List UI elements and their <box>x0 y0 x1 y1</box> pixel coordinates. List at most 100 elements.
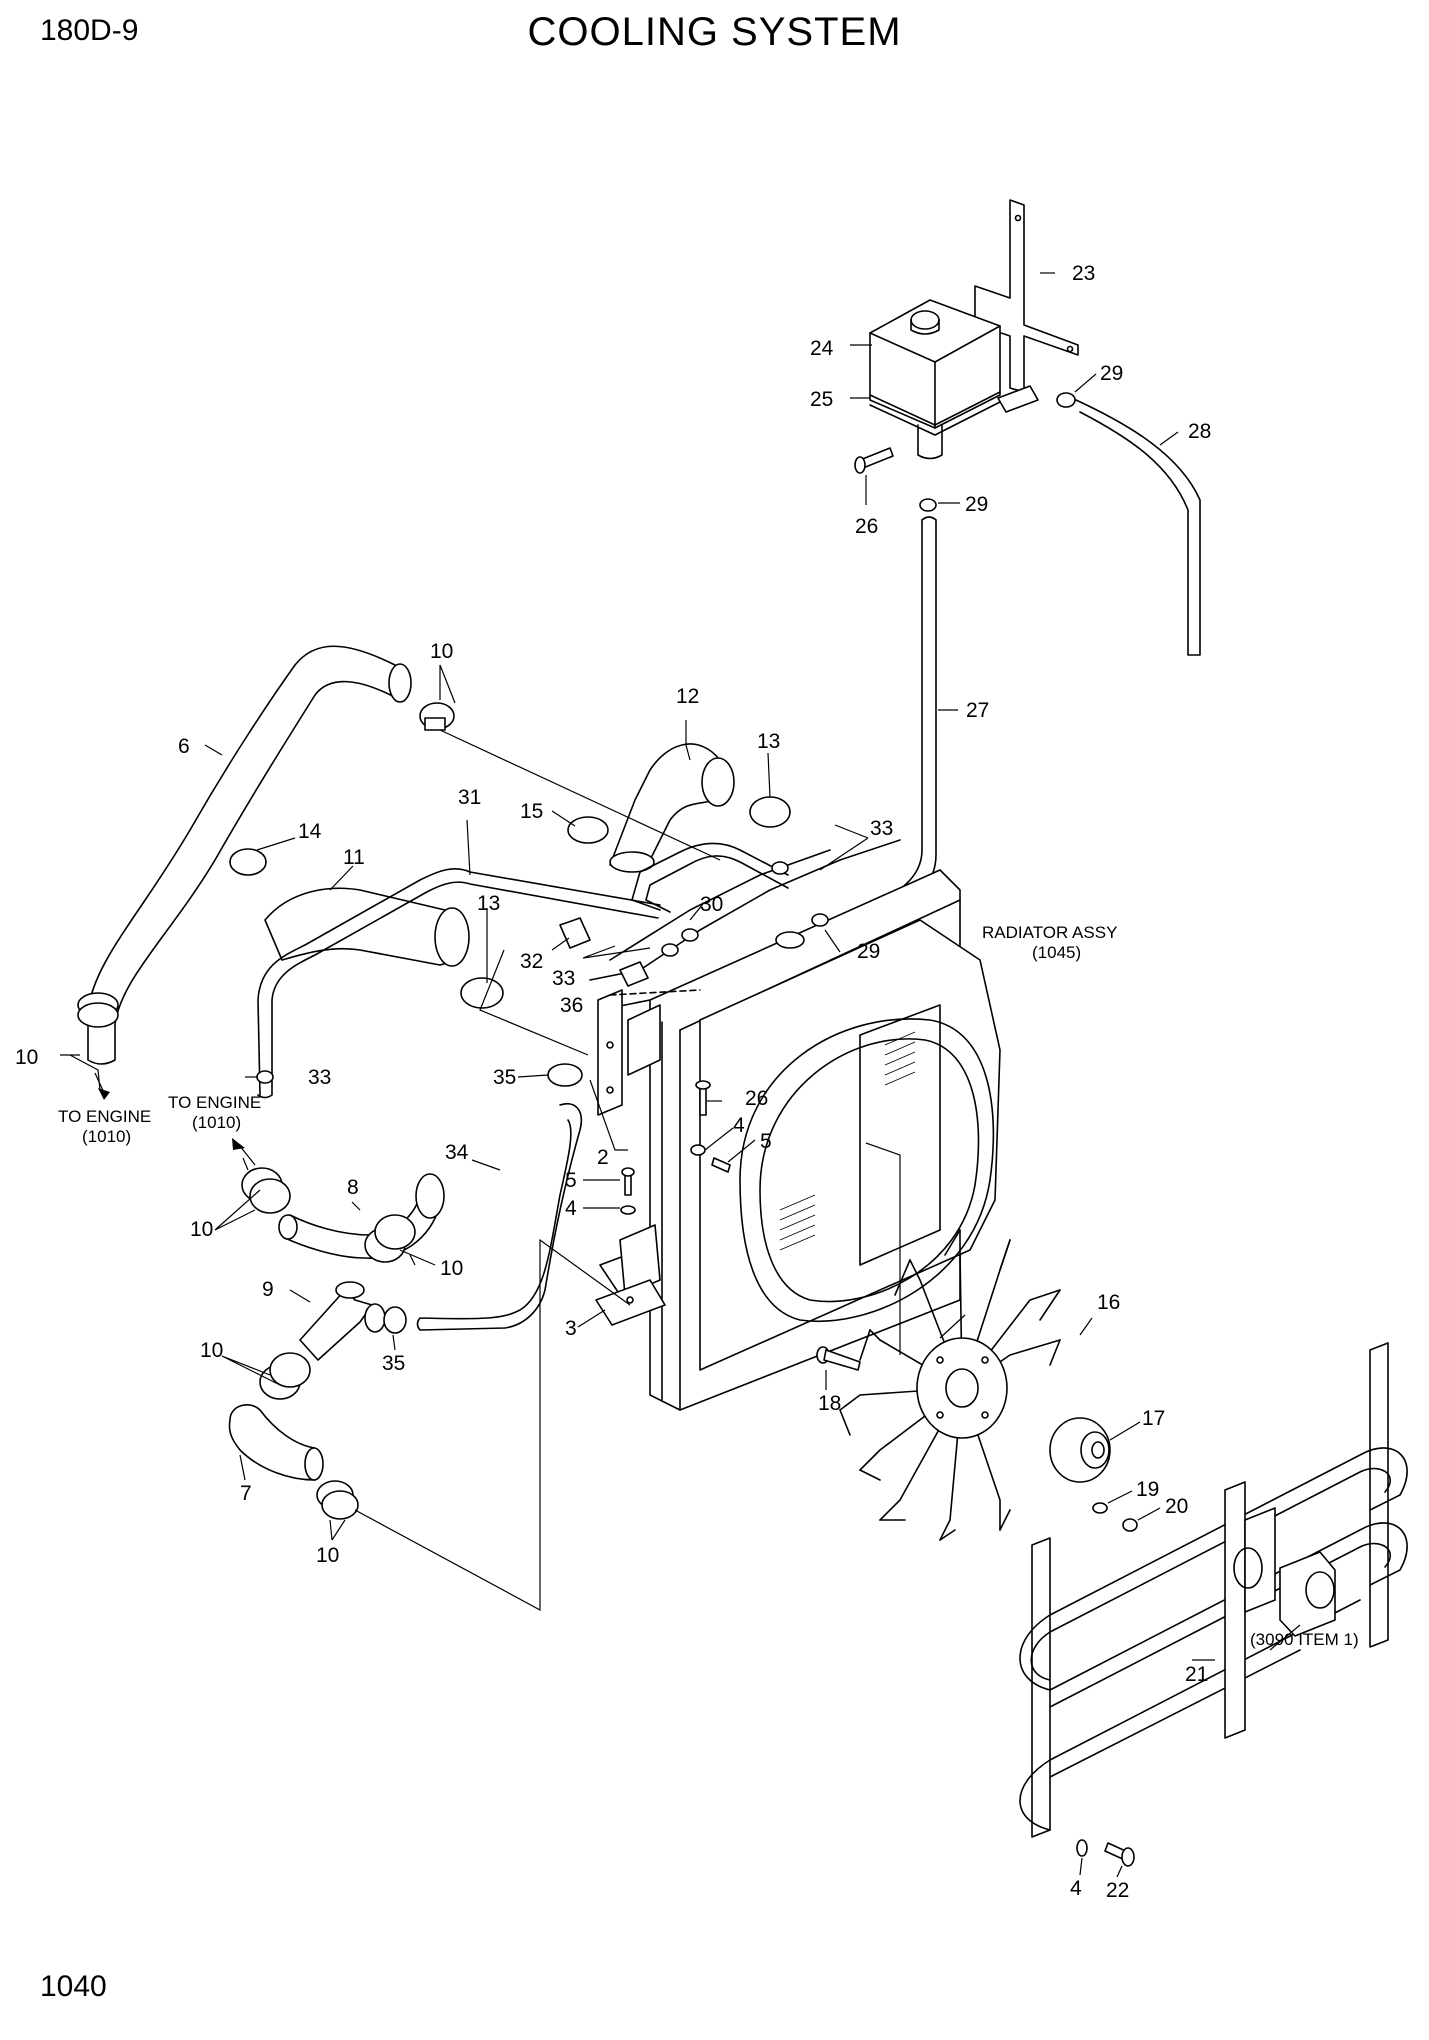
callout-22: 22 <box>1106 1879 1129 1902</box>
callout-28: 28 <box>1188 420 1211 443</box>
radiator-assy-ref: (1045) <box>1032 943 1081 962</box>
hose-clamp-10-hose9 <box>259 1352 311 1400</box>
callout-17: 17 <box>1142 1407 1165 1430</box>
callout-21: 21 <box>1185 1663 1208 1686</box>
callout-24: 24 <box>810 337 834 360</box>
hose-clamp-10-hose8-a <box>241 1167 291 1214</box>
callout-31: 31 <box>458 786 481 809</box>
fan-spacer-17 <box>1049 1417 1111 1483</box>
hose-clamp-10-top <box>419 702 455 731</box>
hose-clamp-13-upper <box>749 796 791 828</box>
callout-19: 19 <box>1136 1478 1159 1501</box>
radiator-assembly <box>589 839 1001 1411</box>
bolt-22 <box>1104 1842 1135 1867</box>
item-3090-ref: (3090 ITEM 1) <box>1250 1630 1359 1649</box>
hose-9 <box>299 1281 386 1361</box>
callout-18: 18 <box>818 1392 841 1415</box>
page-number: 1040 <box>40 1970 107 2003</box>
hose-34 <box>416 1103 582 1331</box>
cap-screw-26-top <box>854 447 894 474</box>
callout-8: 8 <box>347 1176 359 1199</box>
callout-29-c: 29 <box>857 940 880 963</box>
callout-25: 25 <box>810 388 833 411</box>
callout-12: 12 <box>676 685 699 708</box>
callout-4-c: 4 <box>1070 1877 1082 1900</box>
callout-36: 36 <box>560 994 583 1017</box>
callout-35-a: 35 <box>493 1066 516 1089</box>
hose-clamp-10-left <box>77 992 119 1028</box>
hose-12 <box>609 743 735 873</box>
hose-clamp-13-lower <box>460 977 504 1009</box>
to-engine-label-b: TO ENGINE <box>168 1093 261 1112</box>
pipe-30 <box>631 842 789 913</box>
to-engine-arrow-b <box>232 1138 245 1150</box>
callout-10-b: 10 <box>15 1046 38 1069</box>
hose-11 <box>264 887 470 967</box>
callout-6: 6 <box>178 735 190 758</box>
hose-clamp-35-upper <box>547 1063 583 1087</box>
page-title: COOLING SYSTEM <box>527 10 902 54</box>
callout-32: 32 <box>520 950 543 973</box>
bolt-5-side <box>711 1157 731 1173</box>
callout-26-b: 26 <box>745 1087 768 1110</box>
washer-4-side <box>690 1144 706 1156</box>
callout-9: 9 <box>262 1278 274 1301</box>
hose-7 <box>228 1404 324 1481</box>
to-engine-ref-b: (1010) <box>192 1113 241 1132</box>
callout-23: 23 <box>1072 262 1095 285</box>
bolt-5-lower <box>621 1167 635 1196</box>
hose-8 <box>278 1173 445 1259</box>
callout-13-a: 13 <box>757 730 780 753</box>
callout-10-d: 10 <box>440 1257 463 1280</box>
callout-10-a: 10 <box>430 640 453 663</box>
to-engine-arrow-a <box>98 1088 110 1100</box>
hose-clamp-10-hose7 <box>316 1480 359 1520</box>
callout-35-b: 35 <box>382 1352 405 1375</box>
hose-clamp-14 <box>229 848 267 876</box>
callout-33-b: 33 <box>552 967 575 990</box>
callout-10-f: 10 <box>316 1544 339 1567</box>
callout-20: 20 <box>1165 1495 1188 1518</box>
reservoir-tank-24 <box>869 299 1039 460</box>
hose-6 <box>87 645 401 1065</box>
to-engine-label-a: TO ENGINE <box>58 1107 151 1126</box>
callout-5-a: 5 <box>760 1130 772 1153</box>
callout-33-a: 33 <box>870 817 893 840</box>
callout-30: 30 <box>700 893 723 916</box>
clamp-29-lower <box>919 498 937 512</box>
callout-13-b: 13 <box>477 892 500 915</box>
cap-screw-26-side <box>695 1080 711 1116</box>
hose-clamp-15 <box>567 816 609 844</box>
callout-29-a: 29 <box>1100 362 1123 385</box>
callout-4-b: 4 <box>565 1197 577 1220</box>
callout-15: 15 <box>520 800 543 823</box>
clamp-33-left <box>256 1070 274 1084</box>
bolt-18 <box>816 1346 861 1371</box>
callout-10-c: 10 <box>190 1218 213 1241</box>
callout-5-b: 5 <box>565 1169 577 1192</box>
callout-4-a: 4 <box>733 1114 745 1137</box>
callout-3: 3 <box>565 1317 577 1340</box>
callout-34: 34 <box>445 1141 469 1164</box>
callout-33-c: 33 <box>308 1066 331 1089</box>
washer-4-guard <box>1076 1839 1088 1857</box>
callout-7: 7 <box>240 1482 252 1505</box>
washer-19 <box>1092 1502 1108 1514</box>
callout-16: 16 <box>1097 1291 1120 1314</box>
pipe-31 <box>257 868 661 1099</box>
hose-28 <box>1075 399 1201 656</box>
callout-2: 2 <box>597 1146 609 1169</box>
callout-14: 14 <box>298 820 322 843</box>
nut-20 <box>1122 1518 1138 1532</box>
fittings-cluster <box>559 861 829 987</box>
model-code: 180D-9 <box>40 14 139 47</box>
leader-lines <box>60 272 1301 1878</box>
fan-16 <box>839 1229 1061 1541</box>
hose-clamp-10-hose8-b <box>364 1214 416 1263</box>
callout-26-a: 26 <box>855 515 878 538</box>
guard-21 <box>1019 1342 1408 1838</box>
radiator-assy-label: RADIATOR ASSY <box>982 923 1117 942</box>
clamp-29-upper <box>1056 392 1076 408</box>
callout-29-b: 29 <box>965 493 988 516</box>
